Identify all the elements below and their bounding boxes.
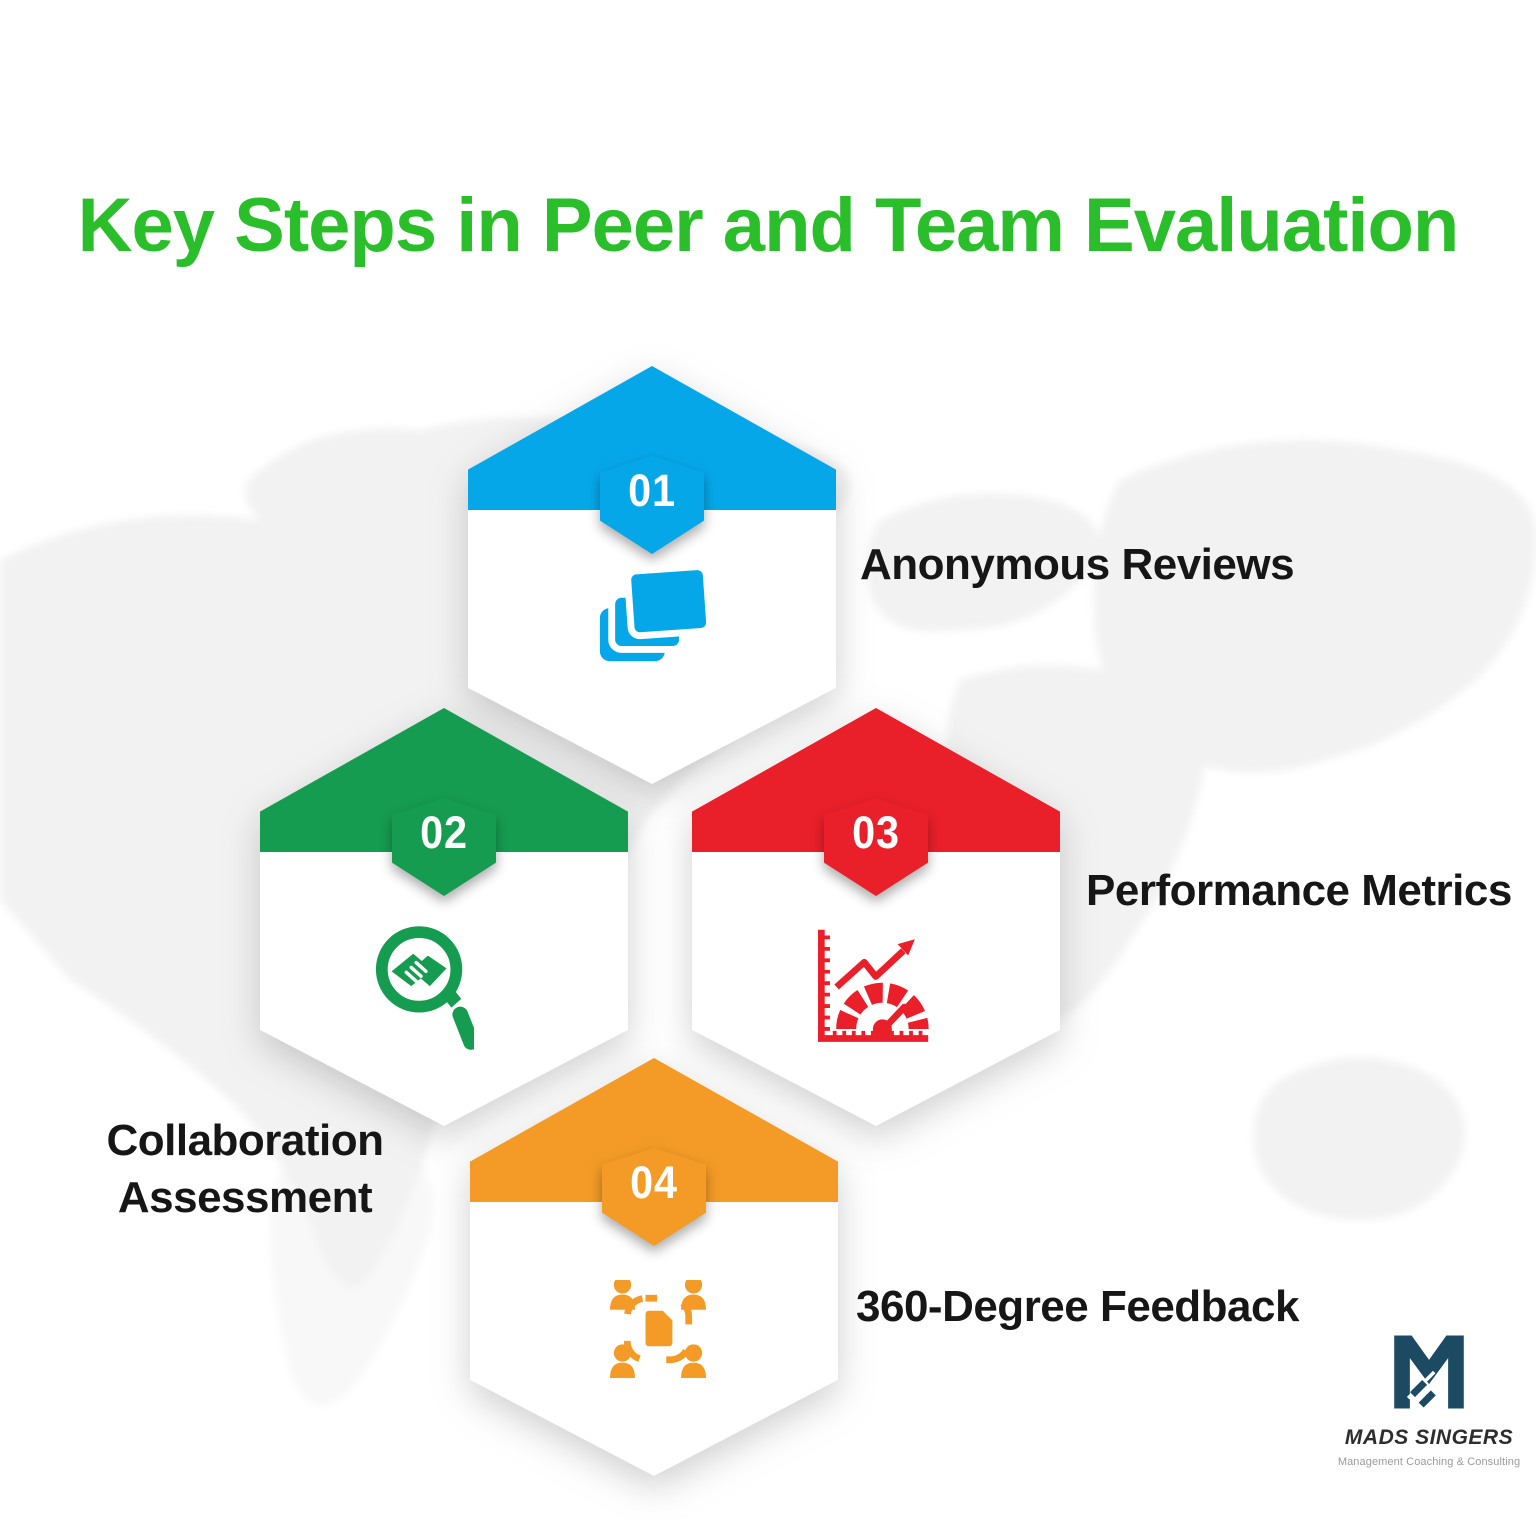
step-hexagon-02: 02	[260, 708, 628, 1126]
step-number-badge: 04	[602, 1148, 706, 1246]
handshake-magnifier-icon	[372, 922, 479, 1063]
brand-logo: MADS SINGERS Management Coaching & Consu…	[1338, 1332, 1520, 1468]
page-title: Key Steps in Peer and Team Evaluation	[77, 183, 1460, 268]
step-hexagon-03: 03	[692, 708, 1060, 1126]
step-label-360-degree-feedback: 360-Degree Feedback	[856, 1282, 1299, 1331]
hexagon-shape	[692, 708, 1060, 1126]
step-number-badge: 03	[824, 798, 928, 896]
performance-gauge-chart-icon	[808, 924, 932, 1055]
step-label-collaboration-assessment: Collaboration Assessment	[106, 1116, 384, 1223]
hexagon-shape	[470, 1058, 838, 1476]
team-roundtable-icon	[610, 1276, 706, 1383]
stacked-cards-icon	[594, 562, 714, 671]
step-number-badge: 02	[392, 798, 496, 896]
brand-tagline: Management Coaching & Consulting	[1337, 1456, 1521, 1468]
step-hexagon-01: 01	[468, 366, 836, 784]
step-label-performance-metrics: Performance Metrics	[1086, 866, 1512, 915]
step-hexagon-04: 04	[470, 1058, 838, 1476]
hexagon-shape	[260, 708, 628, 1126]
step-number-badge: 01	[600, 456, 704, 554]
mads-singers-m-icon	[1394, 1335, 1464, 1410]
step-label-anonymous-reviews: Anonymous Reviews	[860, 540, 1295, 589]
brand-name: MADS SINGERS	[1344, 1426, 1514, 1449]
